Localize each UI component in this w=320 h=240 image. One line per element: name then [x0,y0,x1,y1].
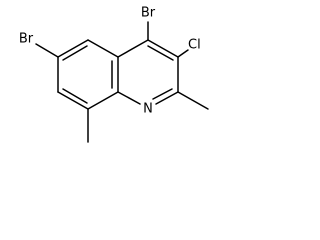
bond-c2-n [155,91,179,105]
bond-c3-cl [177,49,189,58]
atom-label-br-left: Br [19,32,34,47]
bond-c5-c6 [57,39,89,58]
atom-label-cl: Cl [188,38,201,53]
bond-c7-c8 [57,91,89,110]
bond-n-c8a [117,91,141,105]
bond-c4-c3 [147,39,179,58]
bond-c5-c6-inner [62,45,88,61]
bond-c4a-c5 [87,39,119,58]
atom-label-n: N [143,102,153,117]
bond-c8-c8a [87,91,119,110]
bond-c4-c3-inner [147,45,174,61]
bond-c2-n-inner [152,88,173,100]
bond-c4a-c4 [117,39,149,58]
structure-diagram: Br Cl Br N [19,6,209,143]
bond-c7-c8-inner [62,88,88,104]
atom-label-br-top: Br [141,6,156,21]
bond-c6-br [35,43,59,58]
bond-c2-methyl [177,91,209,110]
